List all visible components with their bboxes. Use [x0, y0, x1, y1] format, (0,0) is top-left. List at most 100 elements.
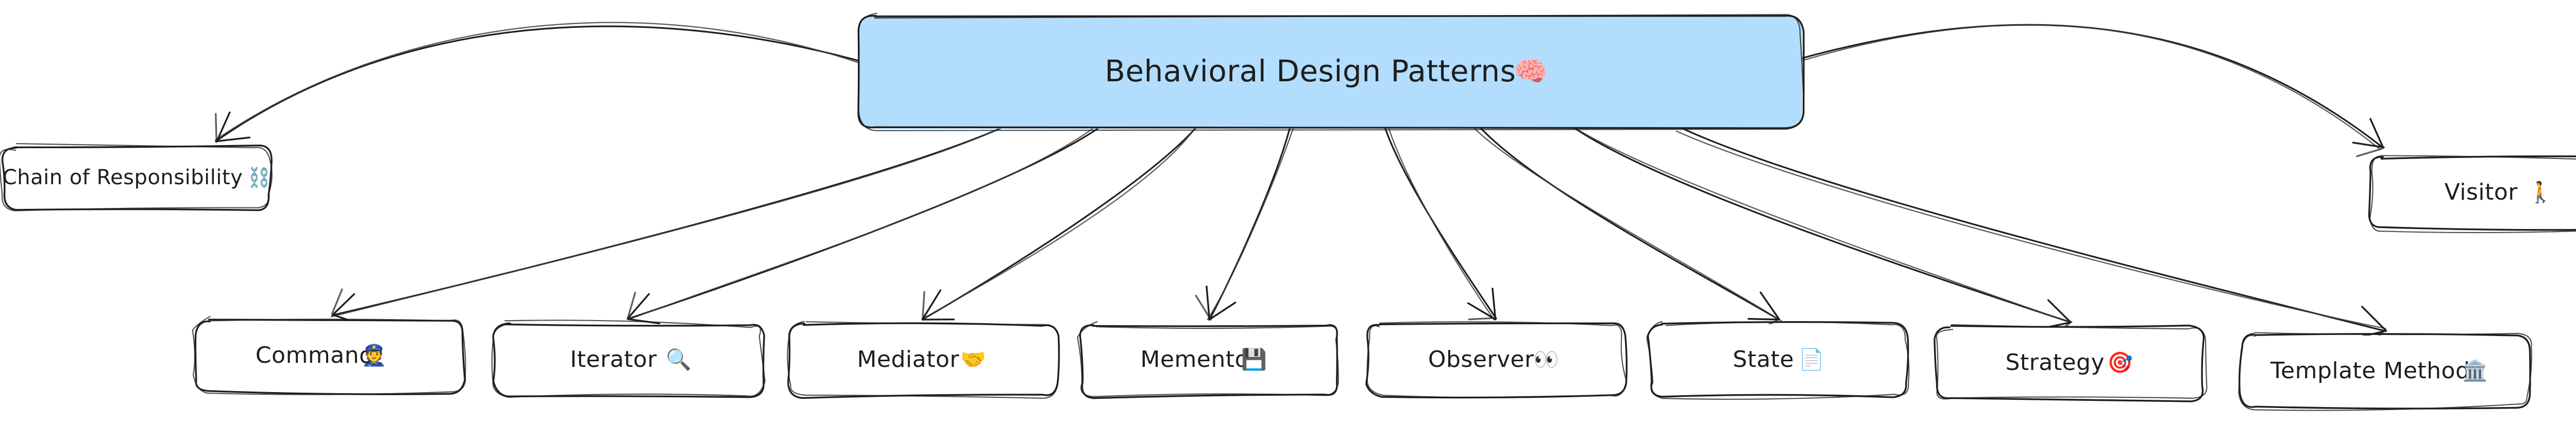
- arrow-barb: [332, 293, 355, 315]
- mindmap-node-template-method[interactable]: Template Method🏛️: [2238, 332, 2532, 411]
- edge-root-to-template-method: [1675, 126, 2387, 350]
- arrow-barb: [215, 111, 231, 143]
- arrow-barb: [1468, 317, 1496, 321]
- node-label: Command: [256, 342, 374, 368]
- node-fill: [3, 147, 270, 209]
- mindmap-root-node[interactable]: Behavioral Design Patterns🧠: [857, 12, 1805, 131]
- arrow-barb: [2352, 142, 2385, 149]
- node-outline-primary: [1, 145, 273, 212]
- node-label: Memento: [1140, 346, 1249, 373]
- node-outline-secondary: [491, 320, 766, 398]
- node-label: State: [1733, 346, 1794, 373]
- node-label: Iterator: [570, 346, 657, 373]
- edge-stroke: [629, 124, 1098, 320]
- node-outline-secondary: [192, 315, 466, 395]
- edge-stroke: [1677, 126, 2386, 332]
- node-emoji-magnifying-glass: 🔍: [666, 346, 691, 372]
- mindmap-node-iterator[interactable]: Iterator 🔍: [491, 320, 766, 398]
- node-emoji-handshake: 🤝: [960, 348, 986, 372]
- edge-stroke: [1387, 126, 1495, 321]
- node-label: Observer: [1428, 346, 1534, 373]
- node-fill: [1081, 324, 1338, 396]
- edge-stroke: [1572, 126, 2071, 323]
- edge-stroke: [215, 25, 865, 143]
- edge-stroke: [215, 22, 863, 140]
- edge-stroke: [1209, 126, 1292, 320]
- mindmap-node-state[interactable]: State📄: [1646, 321, 1910, 400]
- arrow-barb: [1195, 294, 1212, 321]
- node-emoji-direct-hit: 🎯: [2107, 351, 2133, 375]
- mindmap-node-observer[interactable]: Observer👀: [1365, 321, 1628, 399]
- node-outline-secondary: [1077, 321, 1339, 397]
- edge-stroke: [1795, 24, 2381, 150]
- mindmap-node-chain-of-responsibility[interactable]: Chain of Responsibility⛓️: [0, 143, 273, 212]
- nodes-layer: Chain of Responsibility⛓️ Command👮 Iterato…: [0, 12, 2576, 411]
- node-fill: [858, 15, 1802, 129]
- arrow-barb: [922, 291, 925, 321]
- mindmap-node-memento[interactable]: Memento💾: [1077, 321, 1339, 399]
- node-fill: [196, 320, 464, 392]
- arrow-barb: [921, 289, 942, 321]
- node-outline-secondary: [1366, 321, 1627, 398]
- node-fill: [2241, 336, 2530, 408]
- arrow-barb: [1759, 291, 1781, 321]
- node-emoji-page-facing-up: 📄: [1799, 347, 1824, 372]
- mindmap-node-mediator[interactable]: Mediator🤝: [787, 321, 1060, 399]
- edge-root-to-chain-of-responsibility: [215, 22, 865, 143]
- arrow-barb: [1206, 285, 1210, 320]
- node-emoji-person-walking: 🚶: [2528, 180, 2553, 204]
- node-emoji-eyes: 👀: [1533, 348, 1559, 372]
- edge-root-to-command: [330, 127, 1003, 326]
- edge-root-to-strategy: [1572, 126, 2073, 340]
- node-outline-secondary: [2369, 155, 2576, 234]
- arrow-barb: [1492, 288, 1497, 320]
- node-outline-primary: [492, 322, 766, 398]
- node-outline-primary: [1079, 324, 1338, 399]
- arrow-barb: [1208, 302, 1236, 321]
- node-label: Strategy: [2005, 349, 2105, 376]
- node-emoji-brain: 🧠: [1514, 56, 1548, 87]
- node-emoji-police-officer: 👮: [361, 343, 387, 367]
- arrow-barb: [331, 288, 343, 314]
- node-outline-primary: [194, 319, 466, 395]
- edge-stroke: [330, 127, 1003, 318]
- mindmap-node-strategy[interactable]: Strategy🎯: [1934, 324, 2208, 402]
- node-label: Visitor: [2445, 179, 2518, 205]
- arrow-barb: [2356, 148, 2383, 157]
- node-fill: [789, 324, 1057, 396]
- node-fill: [495, 324, 762, 396]
- arrow-barb: [1467, 302, 1497, 321]
- arrow-barb: [2369, 118, 2384, 149]
- mindmap-node-command[interactable]: Command👮: [192, 315, 466, 395]
- arrow-barb: [2047, 299, 2071, 323]
- edge-stroke: [1574, 128, 2071, 323]
- edge-stroke: [1207, 127, 1295, 320]
- node-emoji-chains: ⛓️: [247, 167, 271, 189]
- node-fill: [1650, 324, 1907, 396]
- node-fill: [1367, 324, 1625, 396]
- node-label: Template Method: [2270, 358, 2470, 384]
- node-emoji-floppy-disk: 💾: [1241, 347, 1267, 372]
- edge-stroke: [1795, 24, 2383, 148]
- node-emoji-classical-building: 🏛️: [2462, 359, 2488, 383]
- edge-stroke: [1474, 128, 1782, 322]
- node-outline-primary: [1647, 321, 1909, 398]
- arrow-barb: [2361, 306, 2386, 331]
- arrow-barb: [626, 292, 636, 319]
- node-label: Chain of Responsibility: [3, 166, 243, 189]
- edge-root-to-visitor: [1795, 24, 2385, 157]
- node-label: Behavioral Design Patterns: [1105, 54, 1516, 89]
- edge-stroke: [1675, 130, 2386, 329]
- arrow-barb: [1748, 318, 1780, 321]
- arrow-barb: [216, 136, 251, 143]
- edge-stroke: [1478, 126, 1780, 321]
- edge-root-to-memento: [1195, 126, 1295, 321]
- node-outline-primary: [1934, 324, 2205, 402]
- node-fill: [2370, 157, 2576, 229]
- mindmap-node-visitor[interactable]: Visitor 🚶: [2368, 155, 2576, 234]
- edge-stroke: [922, 127, 1197, 321]
- node-fill: [1936, 327, 2204, 399]
- arrow-barb: [215, 113, 217, 143]
